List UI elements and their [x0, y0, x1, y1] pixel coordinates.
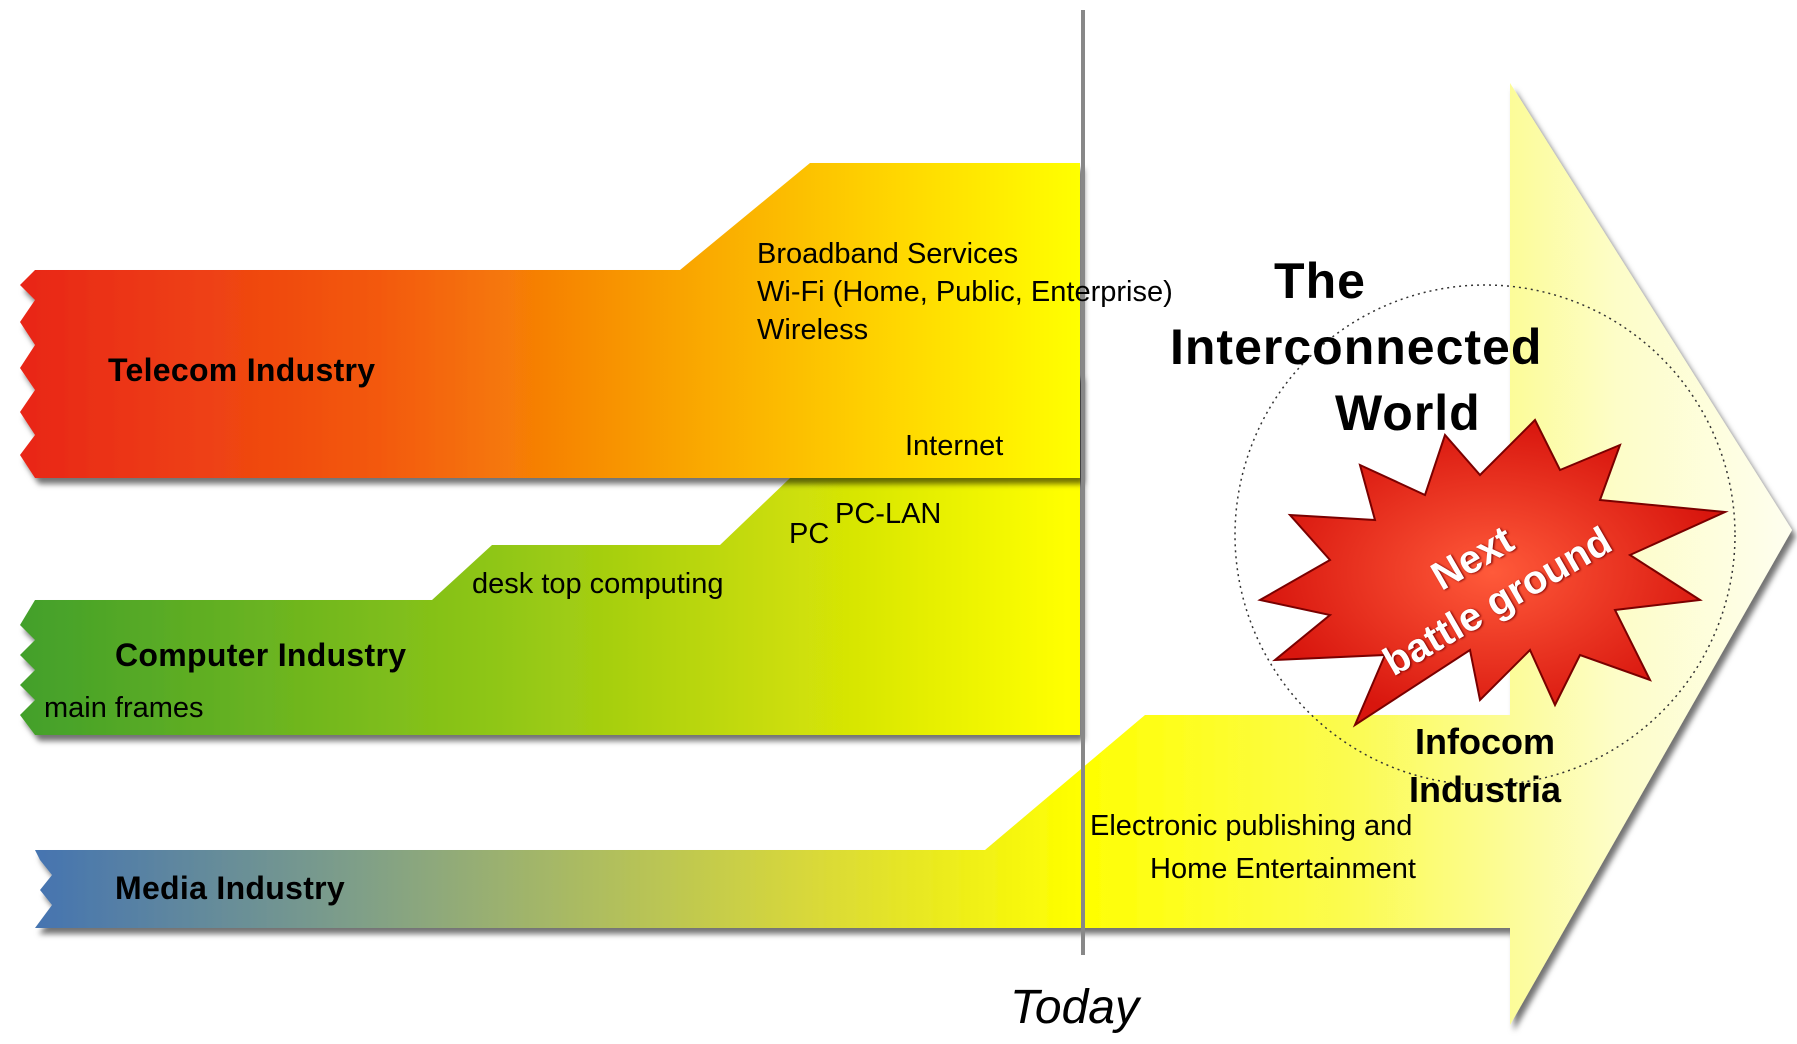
- telecom-band: [20, 163, 1080, 478]
- electronic-publishing-note: Electronic publishing and: [1090, 810, 1413, 842]
- pc-note: PC: [789, 518, 830, 550]
- interconnected-world-title: The: [1170, 248, 1470, 314]
- telecom-industry-label: Telecom Industry: [108, 352, 376, 388]
- battle-ground-starburst: [1257, 418, 1729, 728]
- internet-note: Internet: [905, 430, 1004, 462]
- interconnected-world-title-line3: World: [1335, 385, 1481, 441]
- computer-industry-label: Computer Industry: [115, 637, 407, 673]
- interconnected-circle: [1234, 284, 1736, 786]
- pc-lan-note: PC-LAN: [835, 498, 942, 530]
- infocom-line-2: Industria: [1408, 769, 1561, 810]
- broadband-services-note: Broadband Services: [757, 238, 1019, 270]
- infocom-line-1: Infocom: [1415, 721, 1555, 762]
- wireless-note: Wireless: [757, 314, 869, 346]
- media-arrow-band: [35, 83, 1792, 1025]
- today-label: Today: [1010, 981, 1139, 1034]
- wifi-note: Wi-Fi (Home, Public, Enterprise): [757, 276, 1173, 308]
- title-line-1: The: [1274, 253, 1366, 309]
- media-industry-label: Media Industry: [115, 870, 346, 906]
- interconnected-world-title-line2: Interconnected: [1170, 319, 1543, 375]
- desktop-computing-note: desk top computing: [472, 568, 724, 600]
- home-entertainment-note: Home Entertainment: [1150, 853, 1416, 885]
- main-frames-note: main frames: [44, 692, 204, 724]
- infocom-industria-label: Infocom Industria: [1385, 718, 1585, 814]
